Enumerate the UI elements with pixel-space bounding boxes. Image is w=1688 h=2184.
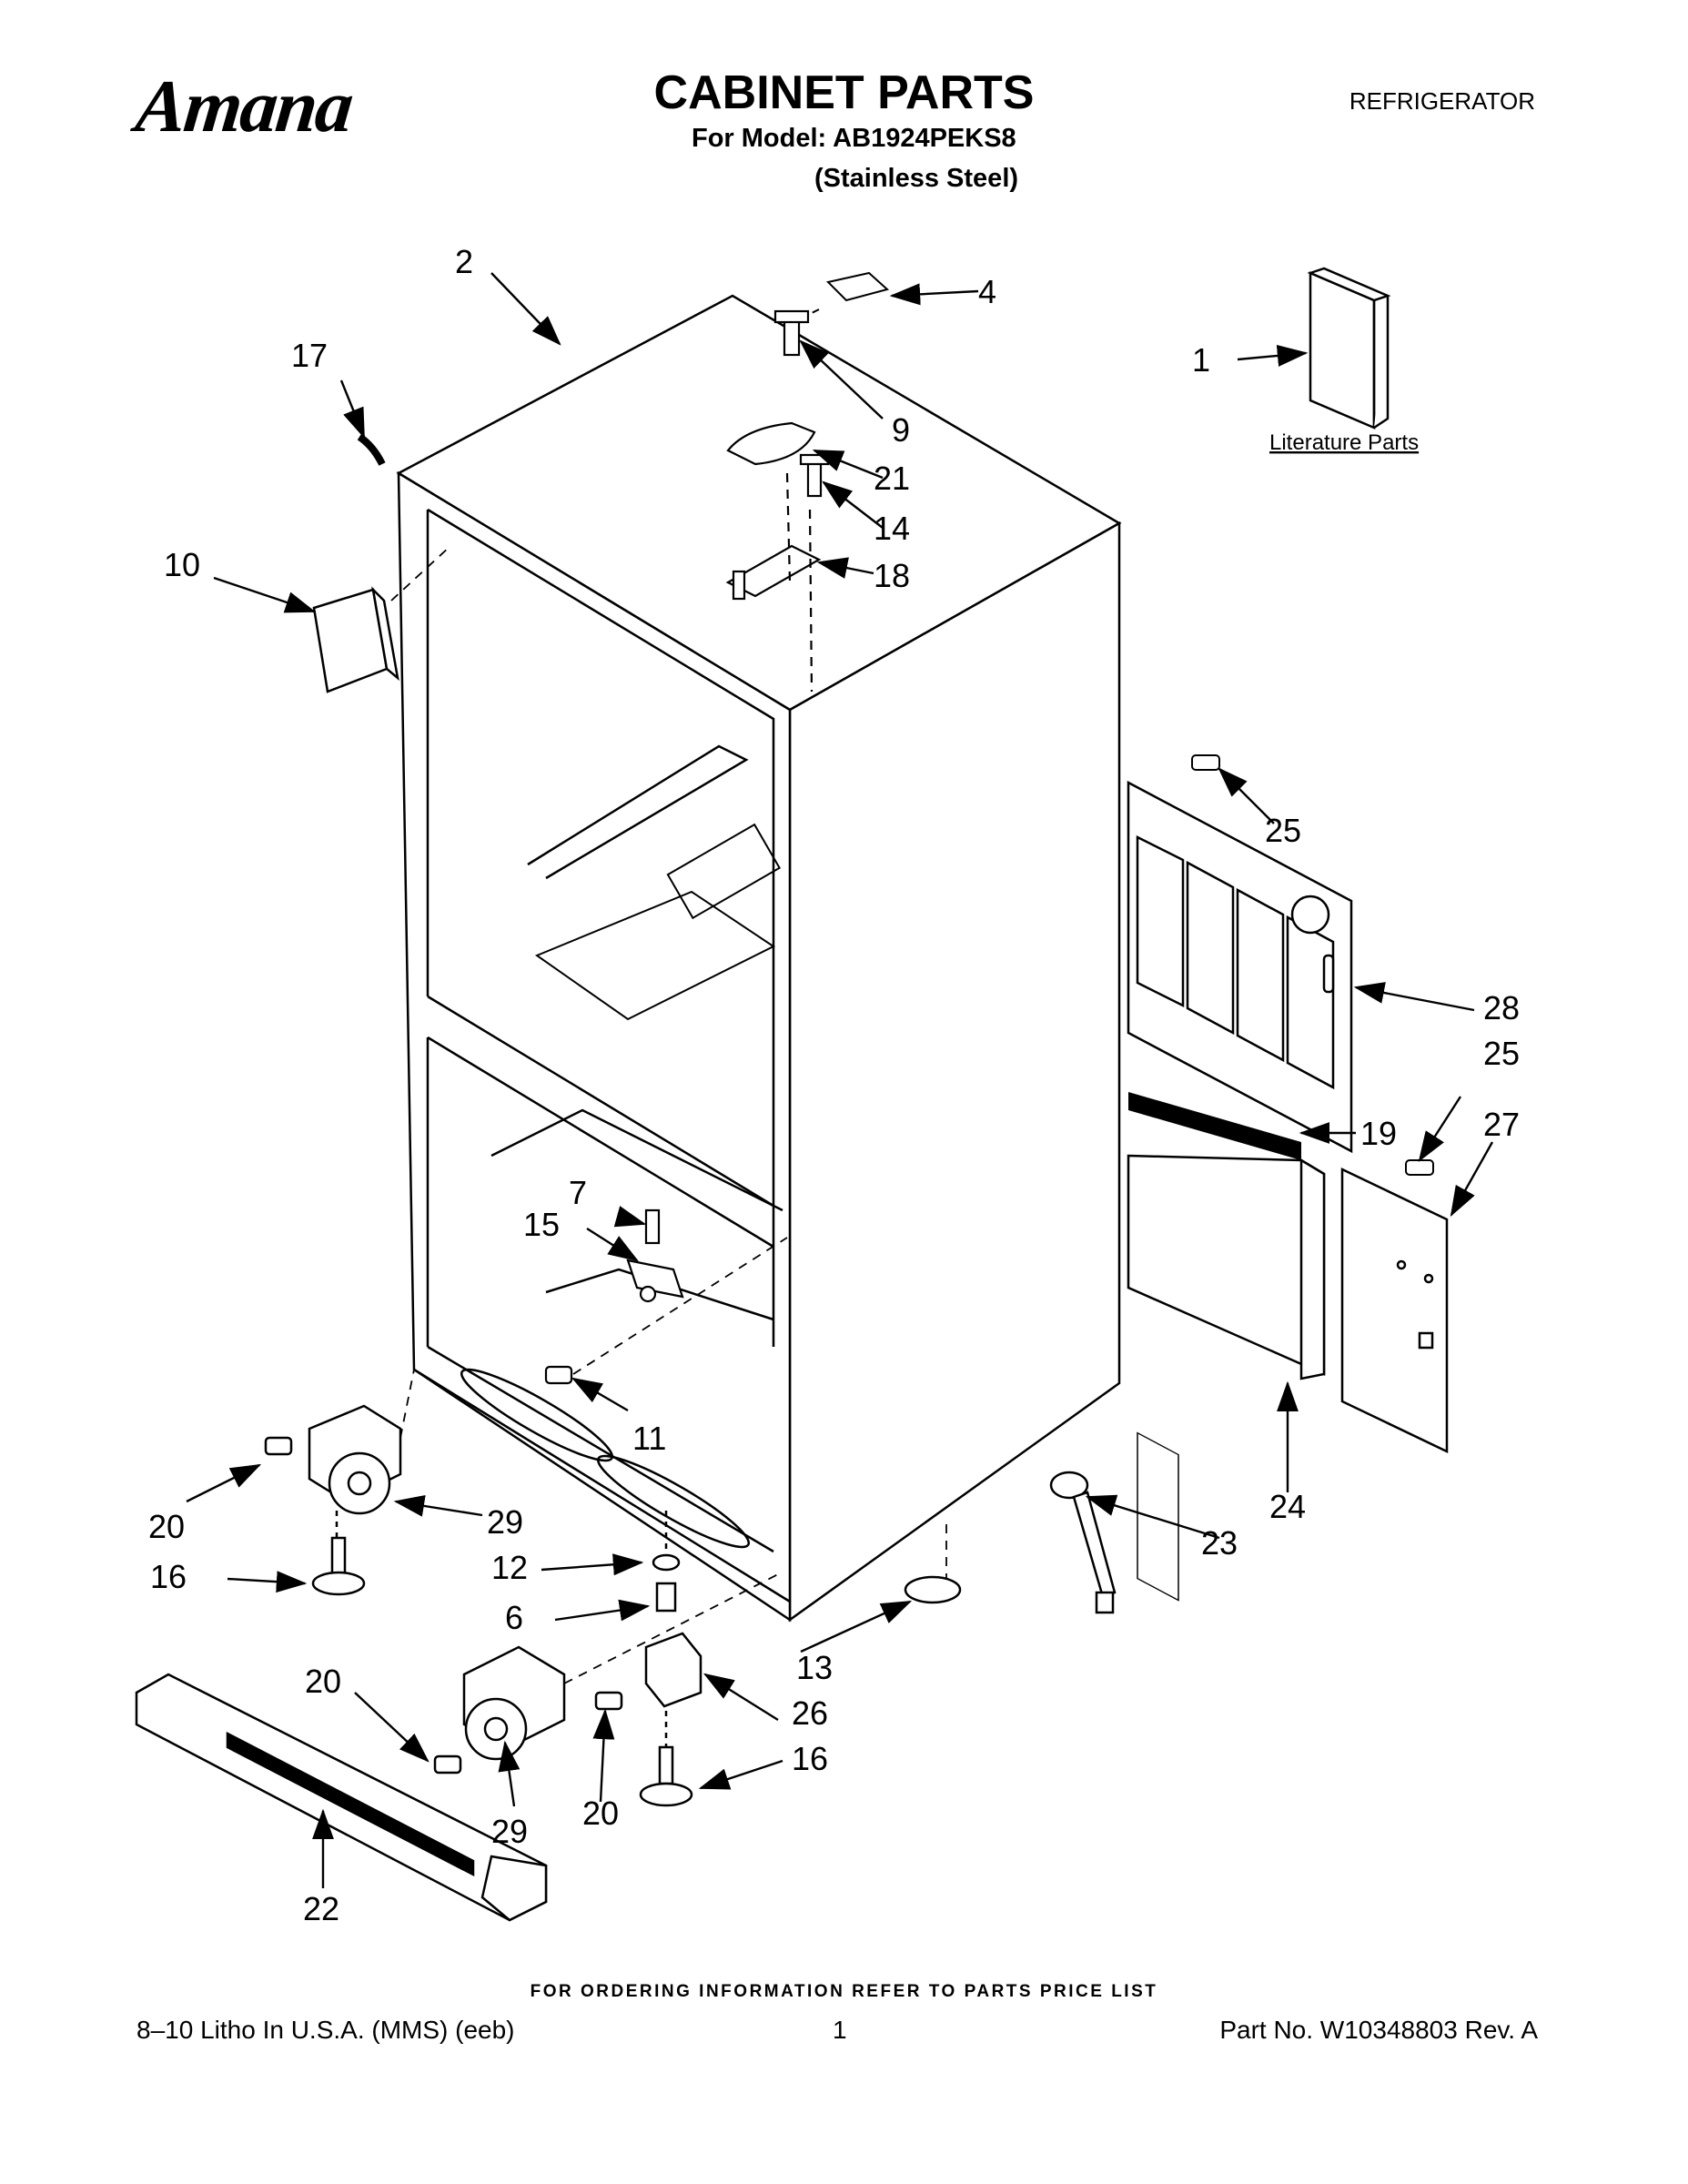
callout-14: 14 <box>874 510 910 547</box>
right-roller-assembly <box>433 1511 779 1807</box>
callout-1: 1 <box>1192 341 1210 379</box>
callout-10: 10 <box>164 546 200 583</box>
callout-2: 2 <box>455 243 473 280</box>
callout-29b: 29 <box>491 1813 528 1850</box>
condenser-gasket <box>1128 1092 1301 1160</box>
literature-booklet <box>1307 267 1391 430</box>
literature-parts-label: Literature Parts <box>1269 430 1419 455</box>
litho-info: 8–10 Litho In U.S.A. (MMS) (eeb) <box>136 2016 515 2044</box>
callout-26: 26 <box>792 1694 828 1732</box>
page-title: CABINET PARTS <box>653 66 1035 119</box>
callout-24: 24 <box>1269 1488 1306 1525</box>
callout-6: 6 <box>505 1599 523 1636</box>
model-line: For Model: AB1924PEKS8 <box>692 124 1016 153</box>
callout-7: 7 <box>569 1174 587 1211</box>
model-variant: (Stainless Steel) <box>814 164 1019 193</box>
callout-18: 18 <box>874 557 910 594</box>
part-number: Part No. W10348803 Rev. A <box>1219 2016 1538 2044</box>
callout-17: 17 <box>291 337 328 374</box>
callout-4: 4 <box>978 273 996 310</box>
callout-29a: 29 <box>487 1503 523 1541</box>
rear-access-cover <box>1340 1168 1449 1453</box>
callout-20a: 20 <box>148 1508 185 1545</box>
callout-21: 21 <box>874 460 910 497</box>
callout-25a: 25 <box>1265 812 1301 849</box>
callout-20b: 20 <box>305 1663 341 1700</box>
callout-16a: 16 <box>150 1558 187 1595</box>
callout-20c: 20 <box>582 1795 619 1832</box>
callout-28: 28 <box>1483 989 1520 1026</box>
callout-11: 11 <box>632 1420 666 1457</box>
page-number: 1 <box>833 2016 847 2044</box>
callout-16b: 16 <box>792 1740 828 1777</box>
control-module <box>312 545 451 693</box>
ordering-note: FOR ORDERING INFORMATION REFER TO PARTS … <box>530 1982 1158 2001</box>
callout-19: 19 <box>1360 1115 1397 1152</box>
callout-12: 12 <box>491 1549 528 1586</box>
leader-lines <box>186 272 1494 1888</box>
product-category: REFRIGERATOR <box>1349 87 1535 115</box>
callout-labels: 2 4 1 9 21 14 18 17 10 25 28 25 19 27 24… <box>148 243 1520 1927</box>
callout-9: 9 <box>892 411 910 449</box>
callout-15: 15 <box>523 1206 560 1243</box>
callout-23: 23 <box>1201 1524 1238 1562</box>
rear-screws <box>1191 754 1434 1176</box>
center-hinge-assembly <box>544 1208 788 1385</box>
gasket-clip <box>357 433 386 466</box>
callout-13: 13 <box>796 1649 833 1686</box>
callout-25b: 25 <box>1483 1035 1520 1072</box>
callout-22: 22 <box>303 1890 339 1927</box>
leveling-wrench <box>1049 1471 1117 1614</box>
rear-insulation-panel <box>1127 1154 1326 1380</box>
toe-grille <box>135 1673 548 1922</box>
rear-grille-panel <box>1127 780 1353 1602</box>
leveling-pad <box>904 1575 962 1604</box>
refrigerator-cabinet <box>396 294 1122 1623</box>
left-roller-assembly <box>264 1369 415 1596</box>
callout-27: 27 <box>1483 1106 1520 1143</box>
